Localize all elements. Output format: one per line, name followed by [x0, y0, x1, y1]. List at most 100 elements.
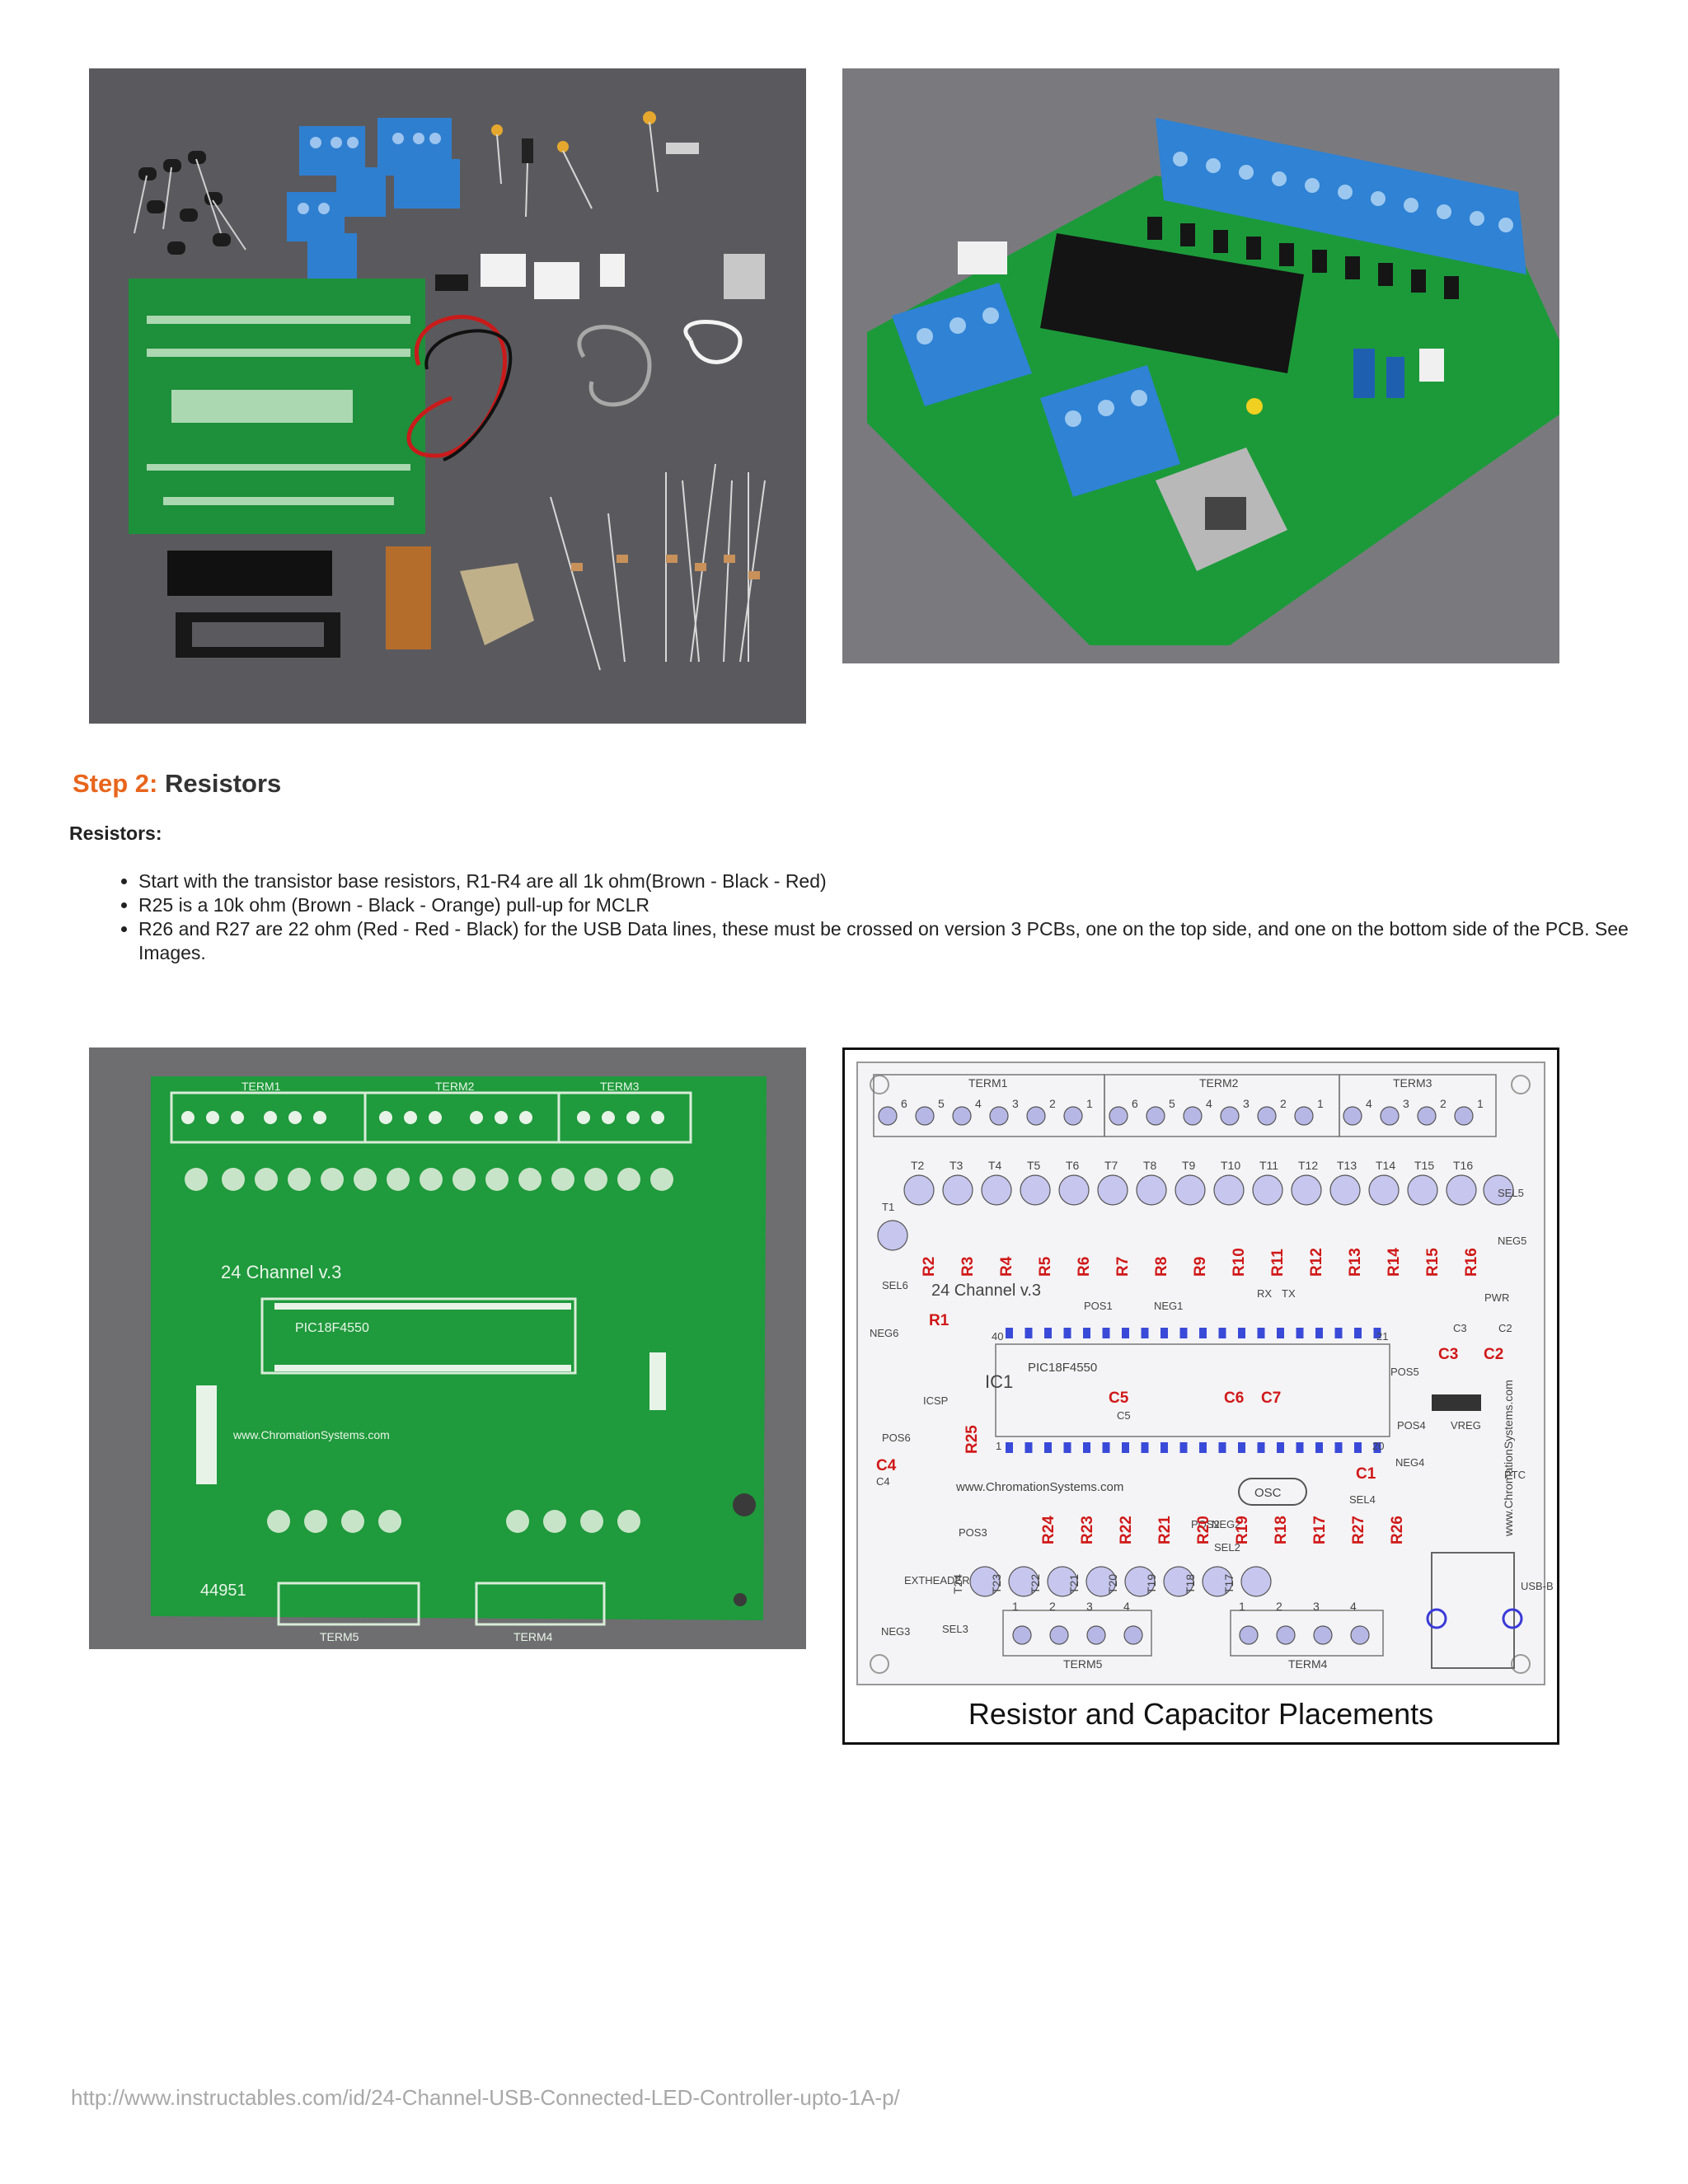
terminal-screw	[952, 1106, 972, 1126]
transistor-label: T6	[1066, 1159, 1080, 1172]
terminal-screw	[1012, 1625, 1032, 1645]
transistor-label: T11	[1259, 1159, 1278, 1172]
label-pin21: 21	[1376, 1330, 1388, 1343]
transistor-label: T19	[1145, 1574, 1158, 1594]
terminal-pin-number: 2	[1049, 1097, 1056, 1110]
diagram-term2-label: TERM2	[1199, 1076, 1239, 1090]
step-heading: Step 2: Resistors	[73, 769, 281, 799]
terminal-pin-number: 3	[1243, 1097, 1250, 1110]
transistor-label: T15	[1414, 1159, 1434, 1172]
terminal-pin-number: 2	[1280, 1097, 1287, 1110]
label-neg1: NEG1	[1154, 1300, 1183, 1312]
transistor-footprint	[942, 1174, 973, 1206]
diagram-side-website: www.ChromationSystems.com	[1502, 1380, 1515, 1537]
label-c6-red: C6	[1224, 1390, 1244, 1407]
terminal-pin-number: 4	[1350, 1600, 1357, 1613]
label-sel5: SEL5	[1498, 1187, 1524, 1199]
resistor-label: R8	[1153, 1257, 1170, 1277]
terminal-pin-number: 2	[1276, 1600, 1282, 1613]
transistor-footprint	[1329, 1174, 1361, 1206]
ic-pin	[1238, 1328, 1245, 1338]
pcb-term2-label: TERM2	[435, 1080, 475, 1093]
ic-pin	[1334, 1442, 1343, 1453]
label-c2: C2	[1498, 1322, 1512, 1334]
ic-pin	[1179, 1328, 1188, 1338]
ic-pin	[1179, 1442, 1188, 1453]
resistor-label: R20	[1195, 1516, 1212, 1544]
transistor-footprint	[1058, 1174, 1090, 1206]
ic-pin	[1102, 1442, 1110, 1453]
label-pos1: POS1	[1084, 1300, 1113, 1312]
bare-pcb-photo: TERM1 TERM2 TERM3 TERM5 TERM4 24	[89, 1047, 806, 1649]
label-pin40: 40	[992, 1330, 1003, 1343]
terminal-pin-number: 4	[1366, 1097, 1372, 1110]
label-neg4: NEG4	[1395, 1456, 1424, 1469]
label-ptc: PTC	[1504, 1469, 1526, 1481]
pcb-term3-label: TERM3	[600, 1080, 640, 1093]
transistor-footprint	[1020, 1174, 1051, 1206]
terminal-pin-number: 4	[975, 1097, 982, 1110]
ic-pin	[1160, 1442, 1168, 1453]
resistor-label: R23	[1079, 1516, 1096, 1544]
diagram-website: www.ChromationSystems.com	[955, 1480, 1123, 1494]
ic-pin	[1277, 1442, 1284, 1453]
ic-pin	[1044, 1328, 1052, 1338]
resistor-label: R4	[998, 1256, 1015, 1277]
terminal-screw	[1294, 1106, 1314, 1126]
ic-pin	[1122, 1328, 1129, 1338]
transistor-label: T4	[988, 1159, 1002, 1172]
ic-pin	[1122, 1442, 1129, 1453]
transistor-label: T2	[911, 1159, 925, 1172]
ic-pin	[1025, 1328, 1033, 1338]
terminal-screw	[1063, 1106, 1083, 1126]
label-pos3: POS3	[959, 1526, 987, 1539]
label-icsp: ICSP	[923, 1394, 948, 1407]
instructions-list: Start with the transistor base resistors…	[107, 869, 1655, 965]
label-sel3: SEL3	[942, 1623, 968, 1635]
diagram-term5-label: TERM5	[1063, 1657, 1103, 1671]
label-neg3: NEG3	[881, 1625, 910, 1638]
transistor-label: T3	[950, 1159, 964, 1172]
resistor-label: R7	[1114, 1257, 1132, 1277]
transistor-label: T17	[1222, 1574, 1236, 1594]
transistor-label: T12	[1298, 1159, 1318, 1172]
transistor-footprint	[903, 1174, 935, 1206]
label-c4-red: C4	[876, 1457, 897, 1474]
resistor-label: R13	[1347, 1248, 1364, 1277]
transistor-footprint	[1008, 1566, 1039, 1597]
resistor-label: R22	[1118, 1516, 1135, 1544]
transistor-label: T20	[1106, 1574, 1119, 1594]
label-c3-red: C3	[1438, 1346, 1458, 1363]
resistor-label: R15	[1424, 1248, 1442, 1277]
label-osc: OSC	[1254, 1486, 1282, 1500]
ic-pin	[1083, 1442, 1090, 1453]
terminal-screw	[1454, 1106, 1474, 1126]
resistor-label: R26	[1389, 1516, 1406, 1544]
terminal-screw	[1380, 1106, 1400, 1126]
ic-pin	[1218, 1328, 1226, 1338]
ic-pin	[1296, 1328, 1304, 1338]
section-subheading: Resistors:	[69, 823, 162, 844]
ic-pin	[1006, 1442, 1013, 1453]
transistor-footprint	[1097, 1174, 1128, 1206]
label-c7-red: C7	[1261, 1390, 1281, 1407]
terminal-screw	[1086, 1625, 1106, 1645]
label-extheader: EXTHEADER	[904, 1574, 969, 1586]
transistor-label: T16	[1453, 1159, 1473, 1172]
diagram-term3-label: TERM3	[1393, 1076, 1432, 1090]
resistor-label: R24	[1040, 1516, 1057, 1544]
terminal-pin-number: 1	[1477, 1097, 1484, 1110]
ic-pin	[1315, 1328, 1323, 1338]
terminal-pin-number: 3	[1086, 1600, 1093, 1613]
label-neg6: NEG6	[870, 1327, 898, 1339]
resistor-label: R6	[1076, 1257, 1093, 1277]
transistor-footprint	[1407, 1174, 1438, 1206]
transistor-label: T7	[1104, 1159, 1118, 1172]
transistor-label: T13	[1337, 1159, 1357, 1172]
resistor-label: R10	[1231, 1248, 1248, 1277]
step-title: Resistors	[164, 769, 282, 798]
kit-parts-photo	[89, 68, 806, 724]
diagram-board-name: 24 Channel v.3	[931, 1282, 1041, 1300]
pcb-serial: 44951	[200, 1582, 246, 1600]
label-sel2: SEL2	[1214, 1541, 1240, 1554]
